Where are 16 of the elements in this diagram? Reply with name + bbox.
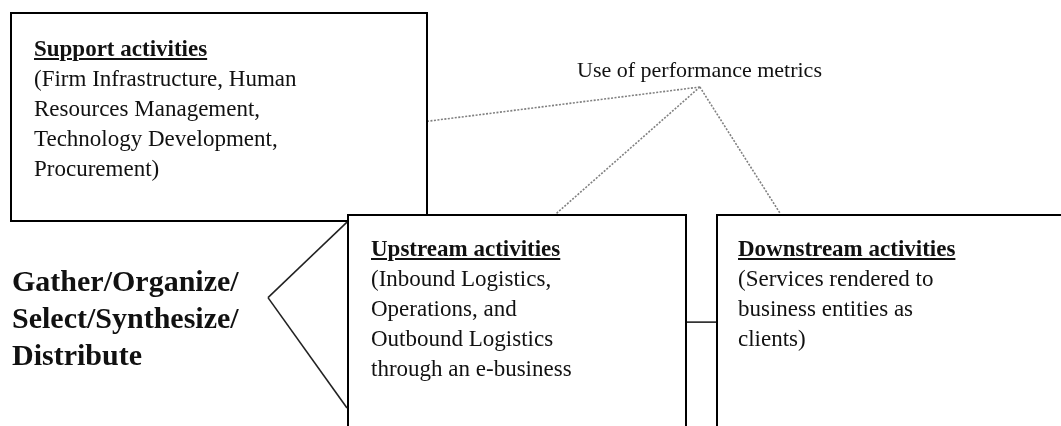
connector-line <box>699 86 782 215</box>
process-box <box>10 12 428 222</box>
connector-line <box>427 86 701 122</box>
process-box <box>347 214 687 426</box>
process-box <box>716 214 1061 426</box>
box-heading: Upstream activities <box>371 235 562 263</box>
connector-line <box>267 296 348 409</box>
box-description: (Firm Infrastructure, Human Resources Management, Technology Development, Procurement) <box>34 65 298 183</box>
process-steps-label: Gather/Organize/ Select/Synthesize/ Distribute <box>12 263 240 373</box>
box-heading: Support activities <box>34 35 209 63</box>
metrics-label: Use of performance metrics <box>577 57 822 82</box>
connector-line <box>686 321 717 323</box>
box-heading: Downstream activities <box>738 235 957 263</box>
box-description: (Services rendered to business entities as clients) <box>738 265 935 353</box>
connector-line <box>554 86 701 215</box>
box-description: (Inbound Logistics, Operations, and Outbound Logistics through an e-business <box>371 265 573 383</box>
